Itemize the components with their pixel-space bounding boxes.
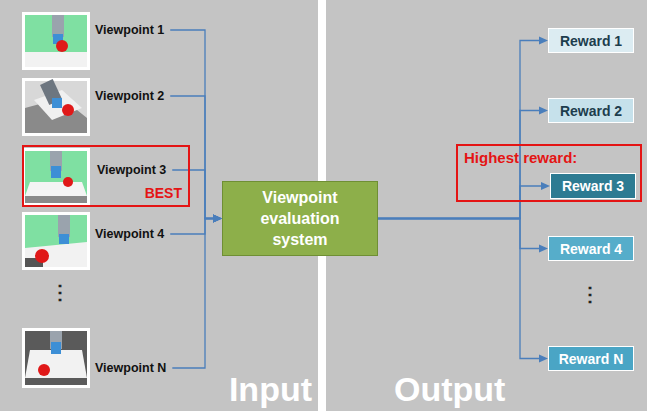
best-highlight: BEST Viewpoint 3 [22,145,190,207]
viewpoint-item: Viewpoint 2 [95,88,164,104]
node-text: Reward 2 [560,103,622,119]
reward-box: Reward N [548,346,634,371]
connector [170,96,222,223]
node-text: Output [394,369,505,409]
reward-box: Reward 3 [550,173,636,199]
viewpoint-thumbnail [22,328,90,388]
node-text: Reward 1 [560,33,622,49]
viewpoint-item: Viewpoint 1 [95,22,164,38]
node-text: Viewpoint 2 [95,88,164,104]
viewpoint-item: Viewpoint 4 [95,226,164,242]
node-text: Viewpoint 1 [95,22,164,38]
reward-box: Reward 4 [548,236,634,261]
output-panel: Output Reward 1 Reward 2 Highest reward: Rew… [326,0,647,411]
connector [170,215,222,235]
connector [378,37,548,219]
node-text: Reward 3 [562,178,624,194]
ellipsis-mark: ⋮ [580,284,600,304]
ellipsis-mark: ⋮ [50,282,70,302]
node-text: Highest reward: [464,149,577,167]
connector [378,219,548,363]
node-text: Viewpoint N [95,360,166,376]
viewpoint-thumbnail [22,12,90,70]
connector [172,215,222,369]
node-text: Viewpoint 4 [95,226,164,242]
viewpoint-thumbnail [22,212,90,270]
reward-box: Reward 2 [548,98,634,123]
node-text: Viewpoint 3 [97,162,166,178]
viewpoint-thumbnail [22,78,90,136]
process-box: Viewpoint evaluation system [222,181,378,256]
viewpoint-item: Viewpoint 3 [97,162,166,178]
node-text: Viewpoint evaluation system [231,187,369,250]
connector [378,219,548,253]
viewpoint-thumbnail [22,148,90,206]
highest-highlight: Highest reward: Reward 3 [456,144,642,202]
node-text: Input [229,369,312,409]
node-text: Reward 4 [560,241,622,257]
node-text: BEST [145,185,182,201]
reward-box: Reward 1 [548,28,634,53]
node-text: Reward N [559,351,624,367]
viewpoint-item: Viewpoint N [95,360,166,376]
